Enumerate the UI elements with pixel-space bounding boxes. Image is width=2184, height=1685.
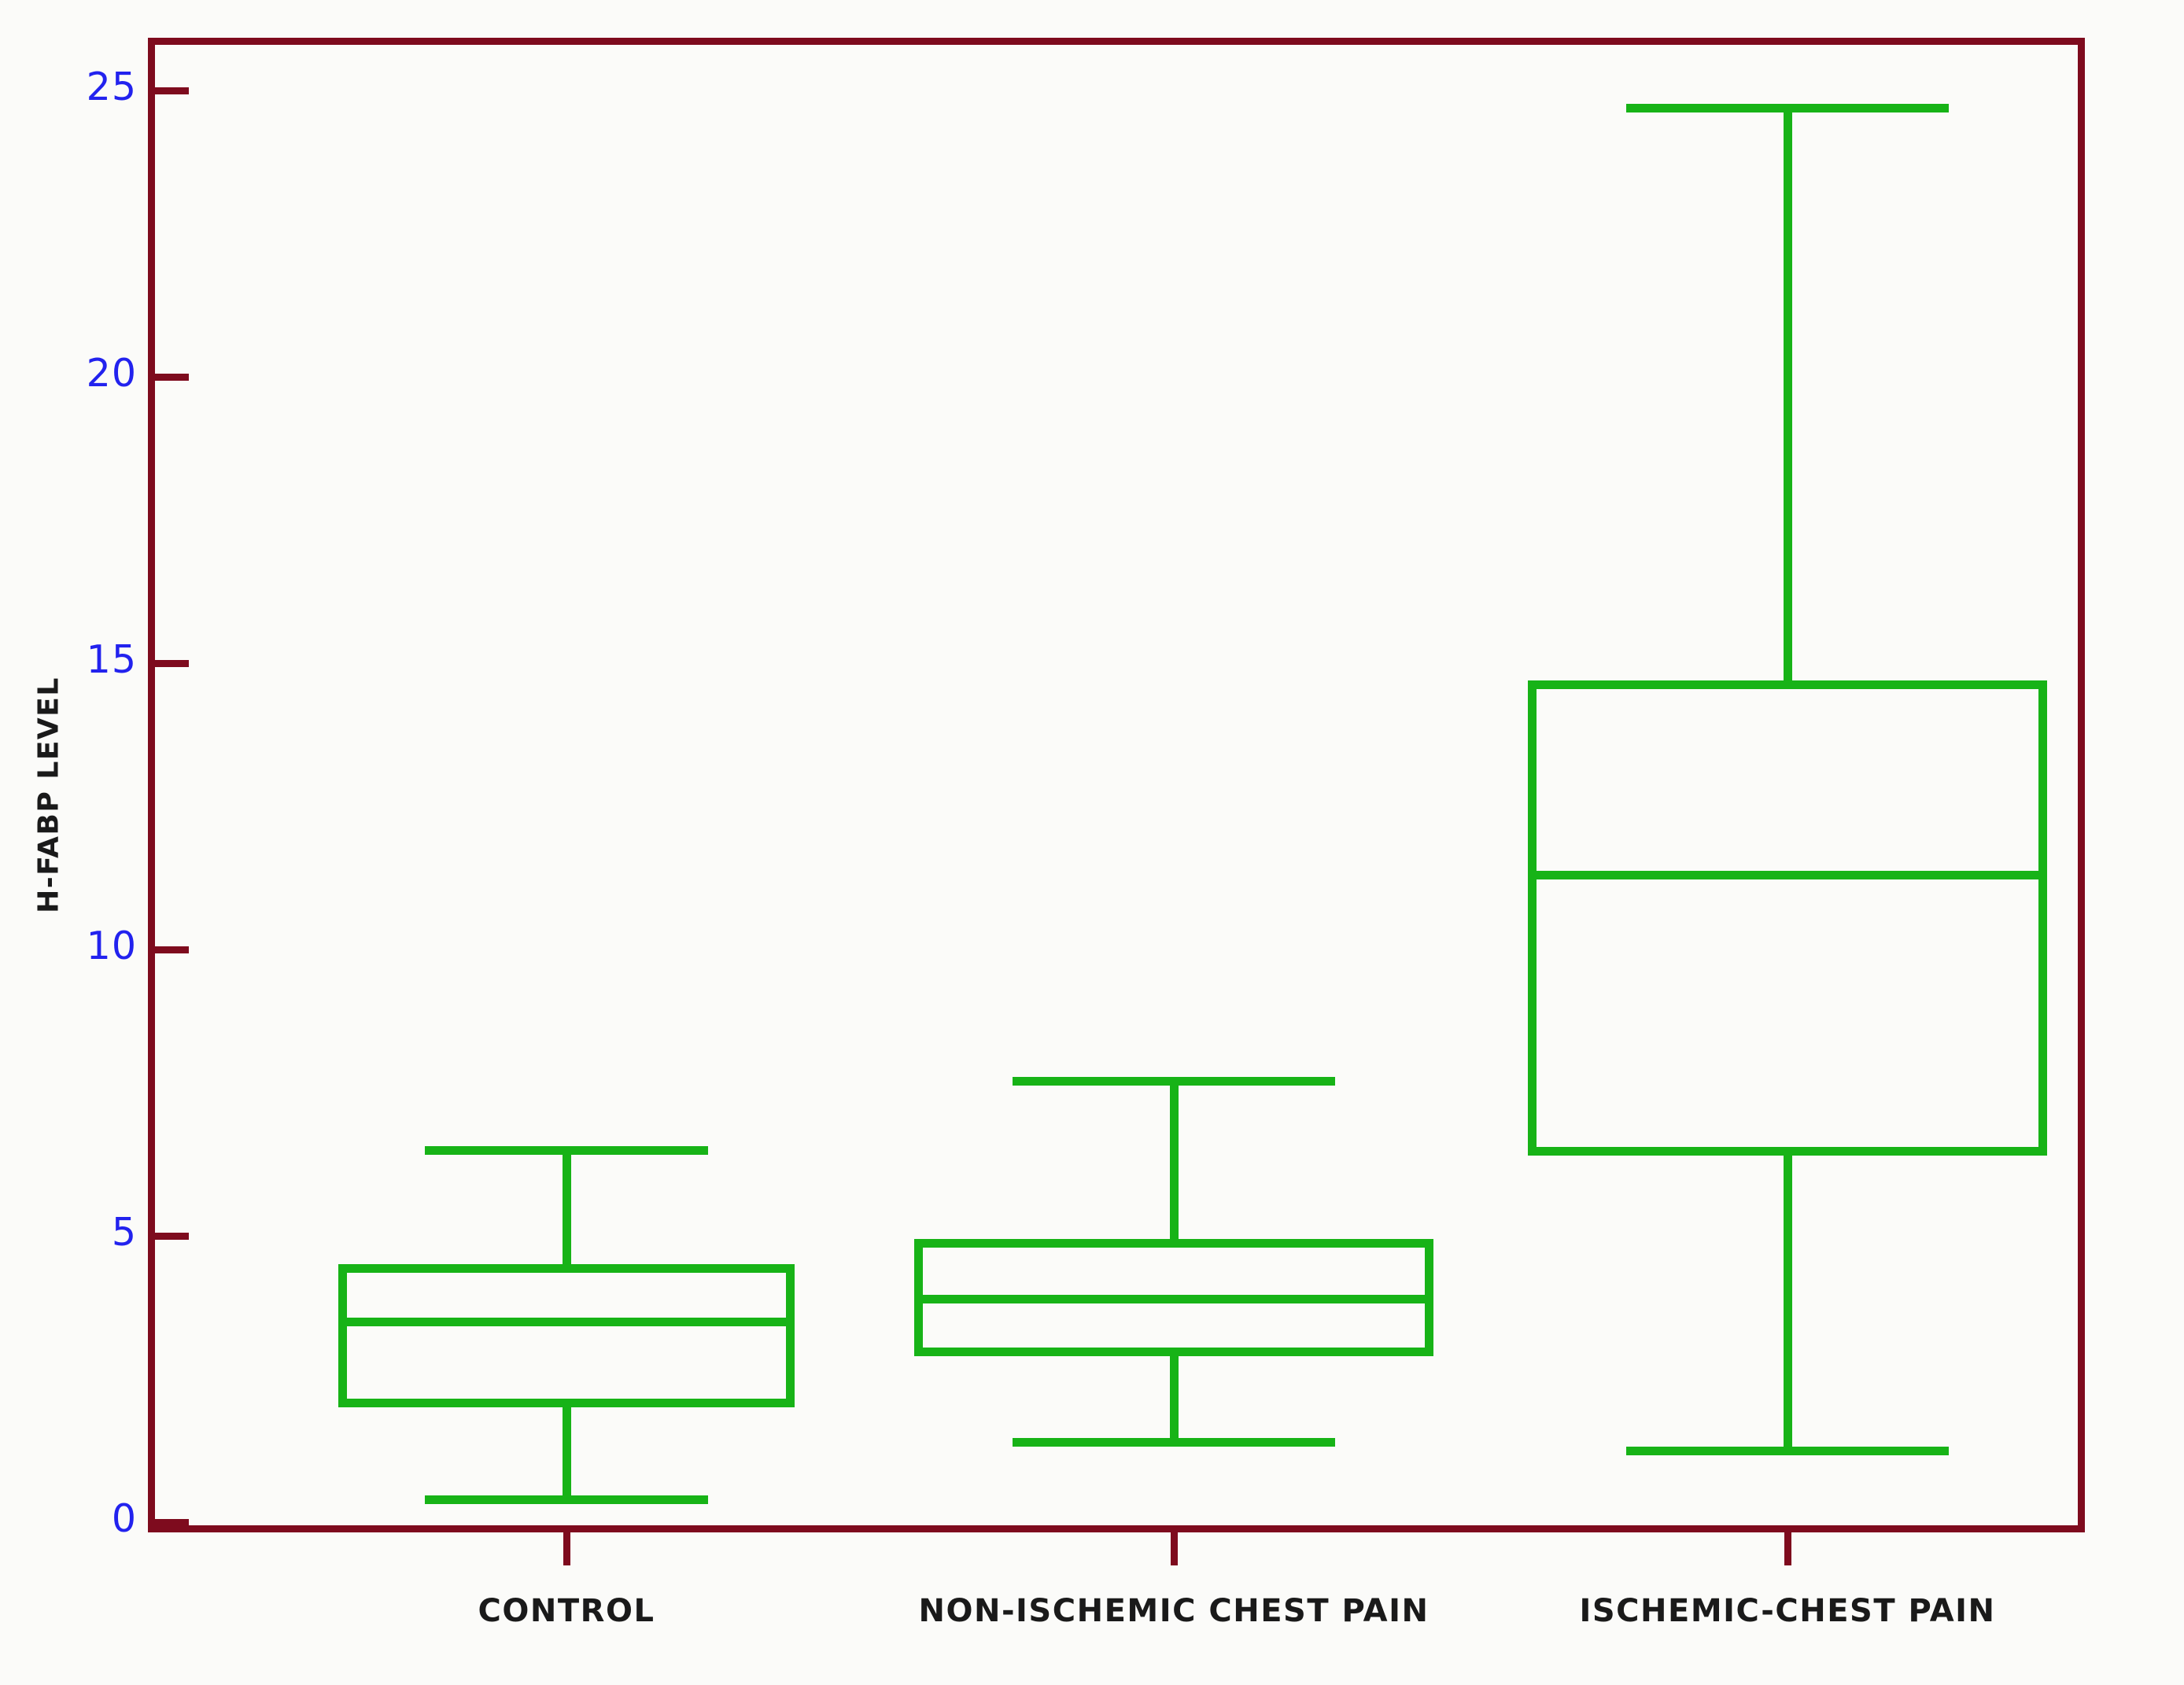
upper-whisker-line bbox=[1784, 107, 1792, 680]
upper-whisker-cap bbox=[1626, 103, 1949, 112]
y-axis-tick-label: 25 bbox=[86, 65, 137, 109]
y-axis-tick-mark bbox=[151, 1233, 189, 1240]
lower-whisker-line bbox=[1170, 1355, 1179, 1443]
y-axis-tick-mark bbox=[151, 87, 189, 94]
x-axis-label-3: ISCHEMIC-CHEST PAIN bbox=[1579, 1593, 1996, 1629]
y-axis-title: H-FABP LEVEL bbox=[32, 677, 65, 913]
lower-whisker-cap bbox=[425, 1495, 708, 1504]
iqr-box bbox=[338, 1264, 795, 1408]
plot-frame bbox=[148, 38, 2085, 1532]
upper-whisker-cap bbox=[1013, 1077, 1335, 1086]
y-axis-tick-label: 15 bbox=[86, 637, 137, 682]
upper-whisker-cap bbox=[425, 1145, 708, 1155]
x-axis-tick-mark-2 bbox=[1784, 1532, 1791, 1565]
iqr-box bbox=[1528, 680, 2047, 1156]
y-axis-tick-mark bbox=[151, 374, 189, 381]
upper-whisker-line bbox=[1170, 1081, 1179, 1239]
median-line bbox=[914, 1295, 1433, 1304]
x-axis-tick-mark-0 bbox=[563, 1532, 570, 1565]
x-axis-tick-mark-1 bbox=[1171, 1532, 1178, 1565]
x-axis-label-2: NON-ISCHEMIC CHEST PAIN bbox=[918, 1593, 1430, 1629]
y-axis-tick-mark bbox=[151, 946, 189, 953]
lower-whisker-line bbox=[563, 1407, 571, 1499]
y-axis-tick-label: 20 bbox=[86, 351, 137, 396]
y-axis-tick-label: 10 bbox=[86, 924, 137, 968]
y-axis-tick-label: 5 bbox=[111, 1210, 137, 1255]
median-line bbox=[338, 1318, 795, 1327]
x-axis-label-1: CONTROL bbox=[478, 1593, 655, 1629]
y-axis-tick-label: 0 bbox=[111, 1496, 137, 1541]
y-axis-tick-mark bbox=[151, 660, 189, 667]
lower-whisker-cap bbox=[1013, 1438, 1335, 1447]
lower-whisker-line bbox=[1784, 1156, 1792, 1451]
upper-whisker-line bbox=[563, 1149, 571, 1265]
lower-whisker-cap bbox=[1626, 1447, 1949, 1455]
y-axis-tick-mark bbox=[151, 1519, 189, 1526]
median-line bbox=[1528, 871, 2047, 880]
